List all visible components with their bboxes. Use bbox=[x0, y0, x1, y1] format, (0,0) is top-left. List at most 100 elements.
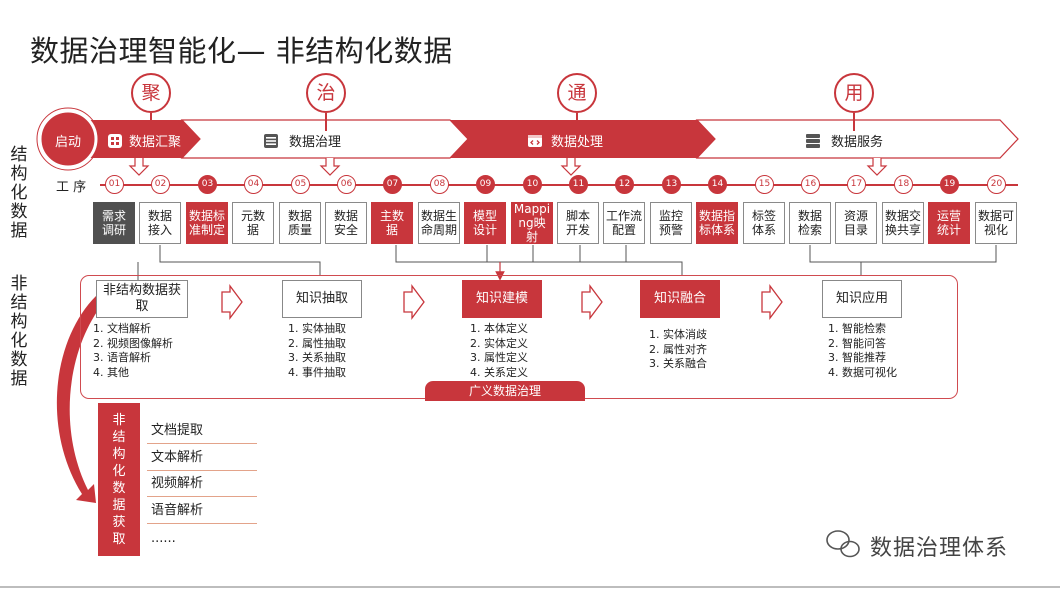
list-item: 3. 关系抽取 bbox=[288, 351, 346, 364]
acquisition-item: 语音解析 bbox=[147, 499, 257, 524]
curve-arrow-shape bbox=[56, 296, 104, 503]
list-item: 3. 属性定义 bbox=[470, 351, 528, 364]
knowledge-box-acquire: 非结构数据获取 bbox=[96, 280, 188, 318]
step-label: 数据交换共享 bbox=[884, 209, 921, 237]
phase-arrow-process bbox=[450, 120, 715, 158]
list-item: 1. 实体消歧 bbox=[649, 328, 707, 341]
step-label: 数据可视化 bbox=[977, 209, 1014, 237]
acquisition-item: 文本解析 bbox=[147, 446, 257, 471]
phase-govern: 数据治理 bbox=[263, 131, 341, 150]
list-item: 2. 属性抽取 bbox=[288, 336, 346, 350]
knowledge-box-apply: 知识应用 bbox=[822, 280, 902, 318]
phase-label-service: 数据服务 bbox=[831, 135, 884, 150]
list-item: 4. 数据可视化 bbox=[828, 365, 897, 379]
step-number-20: 20 bbox=[987, 175, 1006, 194]
start-label: 启动 bbox=[54, 135, 81, 150]
step-label: 主数据 bbox=[379, 209, 404, 237]
knowledge-list-apply: 1. 智能检索 2. 智能问答 3. 智能推荐 4. 数据可视化 bbox=[828, 322, 897, 380]
acquisition-title-box: 非结构化数据获取 bbox=[98, 403, 140, 556]
step-number-05: 05 bbox=[291, 175, 310, 194]
acquisition-title: 非结构化数据获取 bbox=[112, 412, 126, 547]
code-window-icon bbox=[528, 134, 542, 147]
phase-down-arrow bbox=[560, 158, 582, 176]
phase-down-arrow bbox=[319, 158, 341, 176]
list-item: 2. 智能问答 bbox=[828, 336, 886, 350]
step-label: 数据指标体系 bbox=[698, 209, 735, 237]
step-number-08: 08 bbox=[430, 175, 449, 194]
step-box-02: 数据接入 bbox=[139, 202, 181, 244]
process-line bbox=[100, 184, 1018, 186]
step-box-10: Mapping映射 bbox=[511, 202, 553, 244]
list-item: 2. 实体定义 bbox=[470, 336, 528, 350]
list-item: 3. 语音解析 bbox=[93, 351, 151, 364]
phase-label-process: 数据处理 bbox=[551, 135, 604, 150]
list-item: 1. 文档解析 bbox=[93, 322, 151, 335]
step-box-08: 数据生命周期 bbox=[418, 202, 460, 244]
stage-tick bbox=[853, 113, 855, 131]
grid-apps-icon bbox=[108, 133, 122, 148]
step-box-03: 数据标准制定 bbox=[186, 202, 228, 244]
list-item: 3. 关系融合 bbox=[649, 357, 707, 370]
stage-circle-connect: 通 bbox=[557, 73, 597, 113]
broad-governance-label: 广义数据治理 bbox=[425, 381, 585, 401]
knowledge-list-model: 1. 本体定义 2. 实体定义 3. 属性定义 4. 关系定义 bbox=[470, 322, 528, 380]
unstructured-data-title: 非结构化数据 bbox=[10, 274, 28, 389]
step-box-01: 需求调研 bbox=[93, 202, 135, 244]
step-box-04: 元数据 bbox=[232, 202, 274, 244]
phase-collect: 数据汇聚 bbox=[107, 131, 181, 150]
step-number-14: 14 bbox=[708, 175, 727, 194]
step-number-12: 12 bbox=[615, 175, 634, 194]
list-item: 1. 智能检索 bbox=[828, 322, 886, 335]
step-box-11: 脚本开发 bbox=[557, 202, 599, 244]
step-number-19: 19 bbox=[940, 175, 959, 194]
list-item: 3. 智能推荐 bbox=[828, 351, 886, 364]
knowledge-list-fusion: 1. 实体消歧 2. 属性对齐 3. 关系融合 bbox=[649, 328, 707, 372]
step-label: 标签体系 bbox=[751, 209, 776, 237]
step-label: 监控预警 bbox=[658, 209, 683, 237]
step-label: 数据质量 bbox=[287, 209, 312, 237]
step-box-14: 数据指标体系 bbox=[696, 202, 738, 244]
step-box-20: 数据可视化 bbox=[975, 202, 1017, 244]
step-number-18: 18 bbox=[894, 175, 913, 194]
bottom-rule bbox=[0, 586, 1060, 588]
step-number-17: 17 bbox=[847, 175, 866, 194]
step-box-12: 工作流配置 bbox=[603, 202, 645, 244]
phase-arrow-collect bbox=[80, 120, 200, 158]
step-number-07: 07 bbox=[383, 175, 402, 194]
step-label: 元数据 bbox=[240, 209, 265, 237]
step-number-15: 15 bbox=[755, 175, 774, 194]
list-item: 1. 实体抽取 bbox=[288, 322, 346, 335]
step-label: 数据安全 bbox=[333, 209, 358, 237]
acquisition-item: ...... bbox=[151, 531, 176, 546]
step-label: 工作流配置 bbox=[605, 209, 642, 237]
step-number-13: 13 bbox=[662, 175, 681, 194]
knowledge-box-fusion: 知识融合 bbox=[640, 280, 720, 318]
list-item: 4. 事件抽取 bbox=[288, 365, 346, 379]
step-number-16: 16 bbox=[801, 175, 820, 194]
step-label: Mapping映射 bbox=[513, 202, 551, 244]
list-item: 1. 本体定义 bbox=[470, 322, 528, 335]
step-number-02: 02 bbox=[151, 175, 170, 194]
step-number-04: 04 bbox=[244, 175, 263, 194]
list-item: 4. 关系定义 bbox=[470, 365, 528, 379]
step-box-18: 数据交换共享 bbox=[882, 202, 924, 244]
stage-tick bbox=[150, 113, 152, 131]
list-item: 2. 属性对齐 bbox=[649, 342, 707, 356]
structured-data-title: 结构化数据 bbox=[10, 145, 28, 241]
step-box-09: 模型设计 bbox=[464, 202, 506, 244]
list-item: 2. 视频图像解析 bbox=[93, 336, 173, 350]
step-number-11: 11 bbox=[569, 175, 588, 194]
list-item: 4. 其他 bbox=[93, 365, 129, 379]
acquisition-item: 文档提取 bbox=[147, 419, 257, 444]
step-box-16: 数据检索 bbox=[789, 202, 831, 244]
phase-label-govern: 数据治理 bbox=[289, 135, 342, 150]
step-label: 模型设计 bbox=[472, 209, 497, 237]
acquisition-item: 视频解析 bbox=[147, 472, 257, 497]
step-label: 数据标准制定 bbox=[188, 209, 225, 237]
settings-list-icon bbox=[264, 133, 278, 148]
knowledge-box-model: 知识建模 bbox=[462, 280, 542, 318]
phase-process: 数据处理 bbox=[527, 131, 603, 150]
stage-circle-collect: 聚 bbox=[131, 73, 171, 113]
knowledge-list-acquire: 1. 文档解析 2. 视频图像解析 3. 语音解析 4. 其他 bbox=[93, 322, 173, 380]
